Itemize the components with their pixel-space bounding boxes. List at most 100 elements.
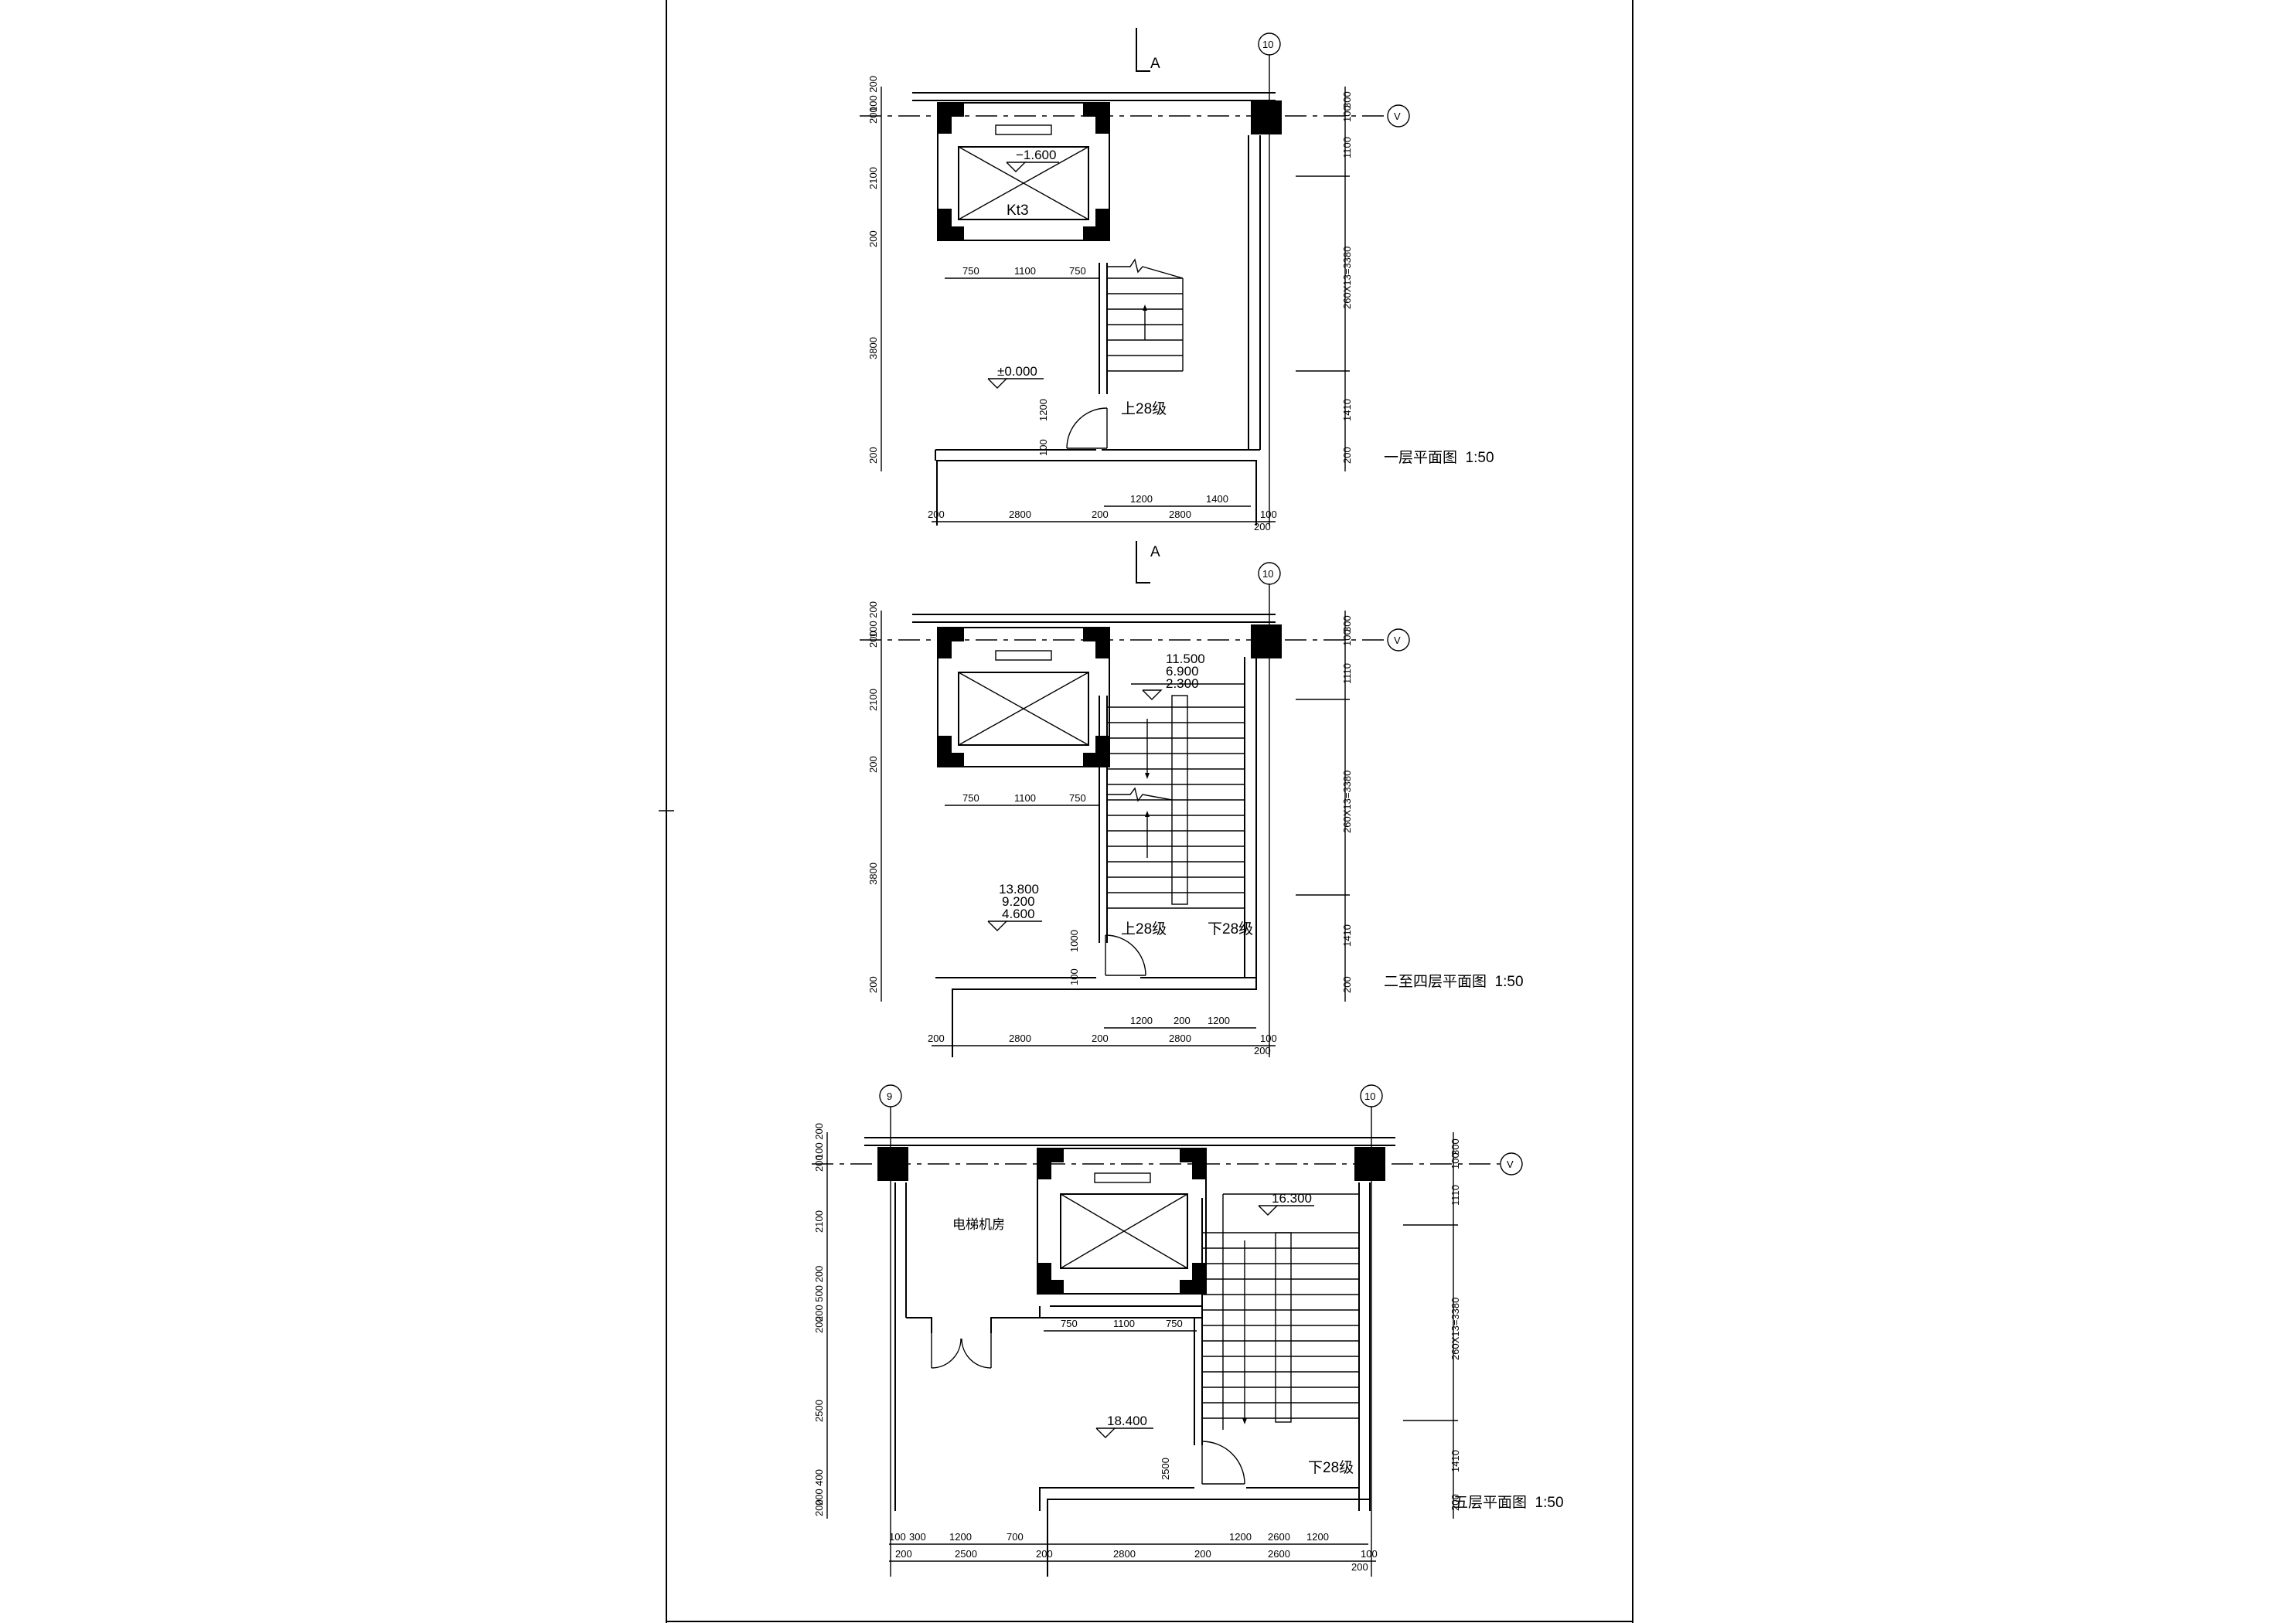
dim-left: 100 200 200 2100 200 500 200 200 2500 20… — [813, 1123, 1171, 1519]
structural-column — [877, 1147, 908, 1181]
svg-text:750: 750 — [962, 265, 979, 277]
grid-axis-col-label: 10 — [1262, 39, 1273, 50]
svg-text:200: 200 — [867, 631, 879, 648]
svg-text:200: 200 — [1174, 1015, 1191, 1026]
svg-text:200: 200 — [813, 1499, 825, 1516]
svg-text:2800: 2800 — [1169, 1033, 1191, 1044]
structural-column — [1251, 624, 1282, 658]
level-floor: ±0.000 — [987, 364, 1044, 389]
svg-text:2500: 2500 — [1160, 1458, 1171, 1480]
svg-text:2800: 2800 — [1169, 509, 1191, 520]
svg-text:750: 750 — [1166, 1318, 1183, 1329]
svg-text:1410: 1410 — [1341, 399, 1353, 421]
stair-label: 上28级 — [1121, 400, 1167, 417]
svg-text:200 500 200: 200 500 200 — [813, 1266, 825, 1322]
elevator-shaft — [1037, 1148, 1207, 1295]
svg-text:4.600: 4.600 — [1002, 907, 1035, 921]
floor-levels: 13.800 9.200 4.600 — [987, 882, 1042, 931]
stair: 下28级 — [1201, 1193, 1359, 1476]
svg-text:200: 200 — [1254, 1045, 1271, 1056]
svg-text:100 200: 100 200 — [867, 601, 879, 638]
svg-text:300: 300 — [909, 1531, 926, 1543]
svg-text:200: 200 — [1036, 1548, 1053, 1560]
svg-text:1110: 1110 — [1449, 1185, 1461, 1206]
svg-text:100: 100 — [1037, 439, 1049, 456]
svg-text:1200: 1200 — [1229, 1531, 1252, 1543]
dim-right: 300 100 1100 260X13=3380 1410 200 — [1296, 87, 1353, 471]
dim-bottom: 1200 1400 200 2800 200 2800 100 200 — [928, 493, 1277, 532]
grid-axis-row-label: V — [1394, 111, 1401, 122]
svg-text:2800: 2800 — [1113, 1548, 1136, 1560]
sheet-border — [659, 0, 1633, 1623]
svg-text:1200: 1200 — [1037, 399, 1049, 421]
svg-text:750: 750 — [1069, 265, 1086, 277]
svg-text:100: 100 — [1449, 1152, 1461, 1169]
stair: 上28级 下28级 — [1099, 683, 1253, 943]
svg-text:16.300: 16.300 — [1272, 1191, 1312, 1206]
svg-text:2100: 2100 — [867, 689, 879, 711]
svg-text:100 200: 100 200 — [867, 76, 879, 112]
svg-text:2500: 2500 — [955, 1548, 977, 1560]
svg-text:2600: 2600 — [1268, 1531, 1290, 1543]
plan-fifth-floor: 9 10 V — [812, 1084, 1564, 1577]
section-mark-label: A — [1150, 56, 1160, 72]
level-pit-value: −1.600 — [1016, 148, 1056, 162]
plan-second-to-fourth-floor: A 10 V — [860, 541, 1524, 1057]
svg-text:200: 200 — [1194, 1548, 1211, 1560]
svg-text:200: 200 — [928, 509, 945, 520]
svg-text:300: 300 — [1449, 1138, 1461, 1155]
svg-text:A: A — [1150, 544, 1160, 560]
svg-text:2600: 2600 — [1268, 1548, 1290, 1560]
svg-text:1100: 1100 — [1014, 265, 1036, 277]
plan-title: 一层平面图 1:50 — [1384, 450, 1494, 466]
svg-text:100 200: 100 200 — [813, 1123, 825, 1159]
svg-text:1410: 1410 — [1449, 1450, 1461, 1472]
walls — [912, 614, 1276, 1057]
dim-elevator: 750 1100 750 — [945, 792, 1099, 806]
svg-text:100: 100 — [1260, 509, 1277, 520]
svg-text:3800: 3800 — [867, 863, 879, 885]
svg-text:100: 100 — [1361, 1548, 1378, 1560]
svg-text:200: 200 — [1092, 509, 1109, 520]
svg-text:2100: 2100 — [813, 1210, 825, 1233]
svg-text:V: V — [1394, 635, 1401, 646]
svg-text:1200: 1200 — [1208, 1015, 1230, 1026]
svg-text:200: 200 — [895, 1548, 912, 1560]
svg-text:200: 200 — [1092, 1033, 1109, 1044]
svg-text:11.500: 11.500 — [1166, 652, 1205, 666]
svg-text:200: 200 — [813, 1316, 825, 1333]
svg-text:200: 200 — [1351, 1561, 1368, 1573]
stair-down-label: 下28级 — [1308, 1459, 1354, 1476]
svg-text:V: V — [1507, 1159, 1514, 1170]
grid-axis-col-left: 9 — [879, 1084, 902, 1577]
dim-elevator: 750 1100 750 — [1044, 1318, 1197, 1332]
landing-levels: 11.500 6.900 2.300 — [1142, 652, 1205, 700]
section-mark: A — [1136, 541, 1160, 584]
svg-text:1200: 1200 — [1306, 1531, 1329, 1543]
grid-axis-col: 10 — [1258, 562, 1281, 1057]
dim-left: 100 200 200 2100 200 3800 1200 100 200 — [867, 76, 1049, 471]
svg-text:1100: 1100 — [1113, 1318, 1135, 1329]
elevator-shaft: Kt3 — [937, 102, 1110, 241]
svg-text:18.400: 18.400 — [1107, 1414, 1147, 1428]
svg-text:2100: 2100 — [867, 167, 879, 189]
stair-down-label: 下28级 — [1208, 920, 1253, 937]
svg-text:1400: 1400 — [1206, 493, 1228, 505]
svg-text:260X13=3380: 260X13=3380 — [1341, 247, 1353, 309]
dim-elevator: 750 1100 750 — [945, 265, 1099, 279]
elevator-shaft — [937, 627, 1110, 767]
svg-text:10: 10 — [1262, 568, 1273, 580]
svg-text:2800: 2800 — [1009, 1033, 1031, 1044]
plan-title: 五层平面图 1:50 — [1453, 1495, 1564, 1511]
stair-up-label: 上28级 — [1121, 920, 1167, 937]
dim-bottom: 1200 200 1200 200 2800 200 2800 100 200 — [928, 1015, 1277, 1056]
svg-text:200: 200 — [1341, 976, 1353, 993]
dim-left: 100 200 200 2100 200 3800 1000 100 200 — [867, 601, 1080, 1002]
svg-text:1110: 1110 — [1341, 663, 1353, 684]
dim-bottom: 100 300 1200 700 1200 2600 1200 200 2500… — [889, 1531, 1378, 1573]
level-floor-value: ±0.000 — [997, 364, 1037, 379]
dim-right: 300 100 1110 260X13=3380 1410 200 — [1296, 611, 1353, 1002]
svg-text:200: 200 — [1341, 447, 1353, 464]
svg-text:100: 100 — [1341, 105, 1353, 122]
plan-first-floor: A 10 V — [860, 28, 1494, 532]
